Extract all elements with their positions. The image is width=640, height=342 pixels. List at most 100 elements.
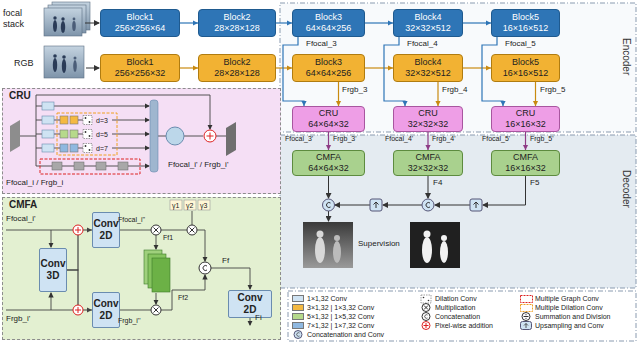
multiple-graph-frame xyxy=(40,159,140,174)
cmfa-wires xyxy=(156,293,157,304)
cmfa-wires xyxy=(6,230,73,310)
legend-swatch xyxy=(292,304,304,311)
asymmetric-conv xyxy=(70,130,78,138)
concatenation xyxy=(199,262,211,274)
pixel-wise-addition xyxy=(204,130,216,142)
legend-text: Multiple Dilation Conv xyxy=(535,303,603,312)
pixel-wise-addition xyxy=(204,130,216,142)
focal-encoder-block: Block364×64×256 xyxy=(292,9,365,37)
node-label: Block1 xyxy=(126,12,153,23)
graph-conv-block xyxy=(52,162,128,170)
legend-icon xyxy=(521,305,533,312)
legend-swatch xyxy=(292,313,304,320)
pixel-wise-addition xyxy=(73,225,83,315)
text-label: Ffocal_i'' xyxy=(118,215,145,224)
saliency-map xyxy=(315,237,325,263)
focal-stack-image xyxy=(53,20,57,32)
conv-1x1 xyxy=(42,102,54,152)
node-label: 64×64×256 xyxy=(306,23,352,34)
multiplication xyxy=(151,225,161,235)
node-label: CMFA xyxy=(513,152,538,163)
legend-text: 3×1,32 | 1×3,32 Conv xyxy=(307,303,374,312)
asymmetric-conv xyxy=(70,144,78,152)
decoder-wires xyxy=(428,175,429,198)
graph-feature-stack xyxy=(144,250,170,292)
text-label: Ffocal_5' xyxy=(482,134,510,143)
text-label: Ffocal_4' xyxy=(385,134,413,143)
text-label: Frgb_3 xyxy=(342,85,367,95)
legend-text: 7×1,32 | 1×7,32 Conv xyxy=(307,321,374,330)
node-label: 16×16×32 xyxy=(505,163,546,174)
connector-part xyxy=(67,230,92,270)
graph-feature-stack xyxy=(152,258,170,292)
decoder-wires xyxy=(328,211,329,221)
affinity-matrix xyxy=(170,200,182,210)
rgb-image xyxy=(73,60,77,72)
node-label: Conv 2D xyxy=(230,292,270,316)
decoder-panel xyxy=(280,135,636,288)
connector xyxy=(533,82,538,106)
legend-icon xyxy=(422,313,430,321)
rgb-encoder-block: Block228×28×128 xyxy=(198,54,276,82)
cmfa-wires xyxy=(156,235,157,249)
saliency-map xyxy=(333,241,341,263)
node-label: Conv 3D xyxy=(41,258,66,282)
text-label: d=3 xyxy=(96,116,108,125)
node-label: 28×28×128 xyxy=(214,68,260,79)
text-label: focal stack xyxy=(3,8,39,30)
multiplication xyxy=(154,308,159,313)
node-label: 256×256×32 xyxy=(115,68,166,79)
legend-icon xyxy=(297,333,300,337)
conv-1x1 xyxy=(42,130,54,138)
focal-encoder-block: Block228×28×128 xyxy=(198,9,276,37)
concatenation xyxy=(199,262,211,274)
focal-stack-image xyxy=(44,2,90,36)
rgb-image xyxy=(53,58,57,72)
legend-icon xyxy=(423,297,425,299)
decoder-wires xyxy=(328,175,329,198)
connector xyxy=(463,20,491,25)
decoder-wires xyxy=(329,175,526,221)
legend-text: Concatenation xyxy=(435,312,480,321)
conv-1x1 xyxy=(42,144,54,152)
text-label: RGB xyxy=(14,58,34,69)
node-label: Block4 xyxy=(414,12,441,23)
asymmetric-conv xyxy=(60,130,68,138)
connector xyxy=(326,132,331,150)
cmfa-box: CMFA64×64×32 xyxy=(292,150,365,176)
legend-icon xyxy=(294,331,302,339)
legend-icon xyxy=(421,295,431,303)
affinity-matrix xyxy=(184,200,196,210)
legend-text: Summation and Division xyxy=(535,312,610,321)
upsampling-icon xyxy=(374,202,379,208)
input-arrow xyxy=(85,23,99,68)
saliency-map xyxy=(334,235,340,241)
node-label: 64×64×256 xyxy=(306,68,352,79)
node-label: 16×16×32 xyxy=(505,119,546,130)
node-label: Block4 xyxy=(414,57,441,68)
node-label: Block2 xyxy=(223,12,250,23)
feature-map xyxy=(10,120,20,152)
dilation-conv xyxy=(89,149,91,151)
decoder-wires xyxy=(335,205,370,206)
legend-swatch xyxy=(292,295,304,302)
legend-text: Multiple Graph Conv xyxy=(535,294,599,303)
node-label: CMFA xyxy=(316,152,341,163)
text-label: Frgb_i' xyxy=(6,314,30,324)
cmfa-wires xyxy=(211,268,250,289)
text-label: Frgb_5 xyxy=(540,85,565,95)
multiplication xyxy=(151,225,197,315)
cru-wires xyxy=(20,95,226,166)
dilation-conv xyxy=(85,131,87,133)
cmfa-box: CMFA32×32×32 xyxy=(393,150,463,176)
connector xyxy=(276,20,292,25)
node-label: 32×32×512 xyxy=(405,23,451,34)
node-label: CRU xyxy=(516,108,536,119)
connector xyxy=(463,65,491,70)
legend-icon xyxy=(428,300,430,302)
node-label: Block5 xyxy=(512,57,539,68)
cru-box: CRU16×16×32 xyxy=(491,106,560,132)
graph-conv-block xyxy=(118,162,128,170)
legend-text: Concatenation and Conv xyxy=(307,330,384,339)
